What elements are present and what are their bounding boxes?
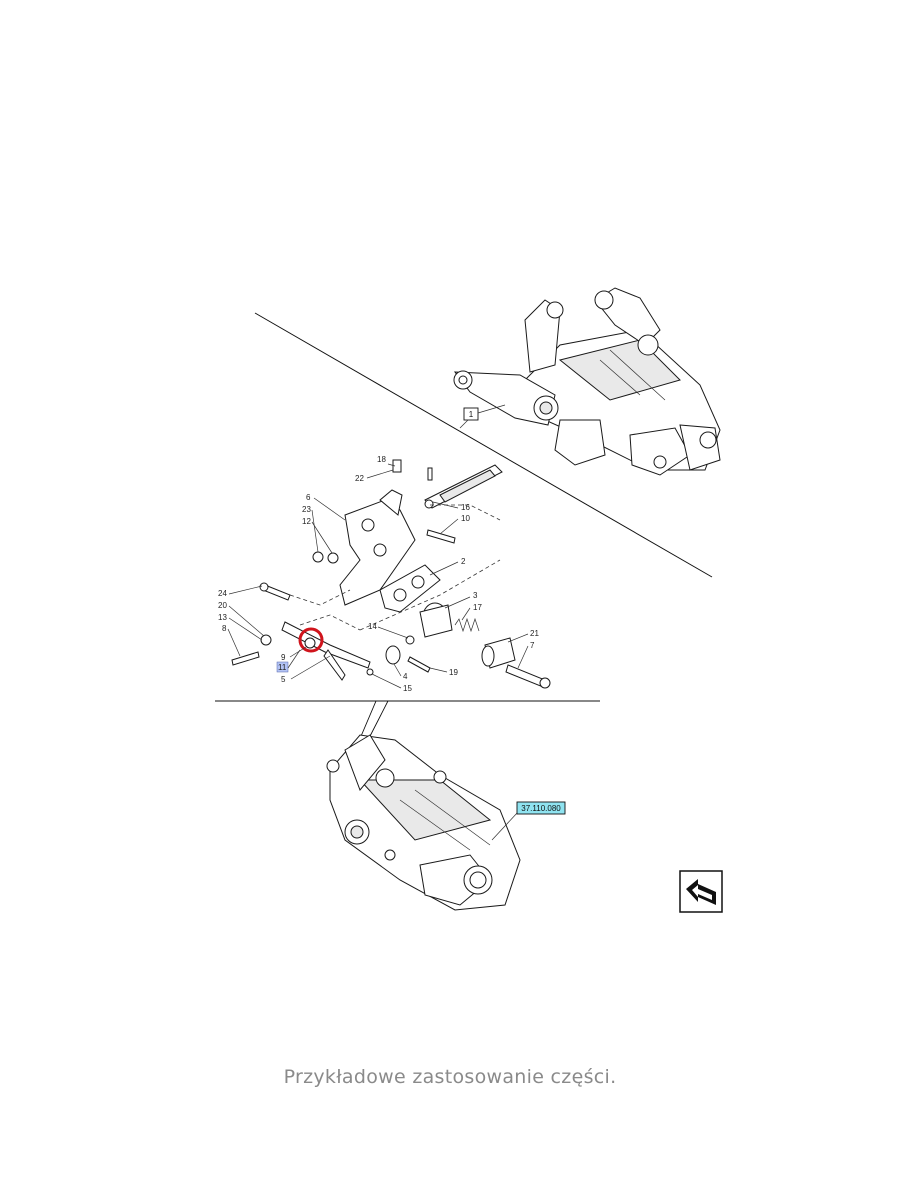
part-label-12: 12	[302, 517, 311, 526]
divider-line-top	[254, 312, 713, 578]
part-label-2: 2	[461, 557, 466, 566]
part-label-18: 18	[377, 455, 386, 464]
part-label-17: 17	[473, 603, 482, 612]
part-label-22: 22	[355, 474, 364, 483]
reference-box-bottom[interactable]	[516, 801, 566, 815]
part-label-7: 7	[530, 641, 535, 650]
part-label-13: 13	[218, 613, 227, 622]
part-label-24: 24	[218, 589, 227, 598]
part-label-23: 23	[302, 505, 311, 514]
reference-label-bottom[interactable]: 37.110.080	[521, 804, 561, 813]
caption-text: Przykładowe zastosowanie części.	[283, 1066, 617, 1088]
part-label-16: 16	[461, 503, 470, 512]
part-label-11-highlight	[276, 661, 289, 673]
part-label-9: 9	[281, 653, 286, 662]
next-page-arrow-icon[interactable]	[679, 870, 723, 913]
part-label-8: 8	[222, 624, 227, 633]
part-label-14: 14	[368, 622, 377, 631]
bottom-assembly-drawing	[326, 734, 521, 911]
part-label-21: 21	[530, 629, 539, 638]
part-label-5: 5	[281, 675, 286, 684]
reference-box-top	[463, 407, 479, 421]
part-label-6: 6	[306, 493, 311, 502]
part-label-11[interactable]: 11	[278, 663, 287, 672]
part-label-20: 20	[218, 601, 227, 610]
exploded-parts	[231, 459, 551, 689]
reference-label-top: 1	[469, 410, 474, 419]
part-label-15: 15	[403, 684, 412, 693]
top-assembly-drawing	[453, 287, 721, 476]
label-leaders	[227, 463, 529, 689]
part-labels: 18 22 16 10 6 23 12 2 24 20 3 17 13 14 2…	[218, 455, 539, 693]
highlight-circle[interactable]	[298, 627, 324, 653]
part-label-10: 10	[461, 514, 470, 523]
part-label-3: 3	[473, 591, 478, 600]
part-label-4: 4	[403, 672, 408, 681]
part-label-19: 19	[449, 668, 458, 677]
